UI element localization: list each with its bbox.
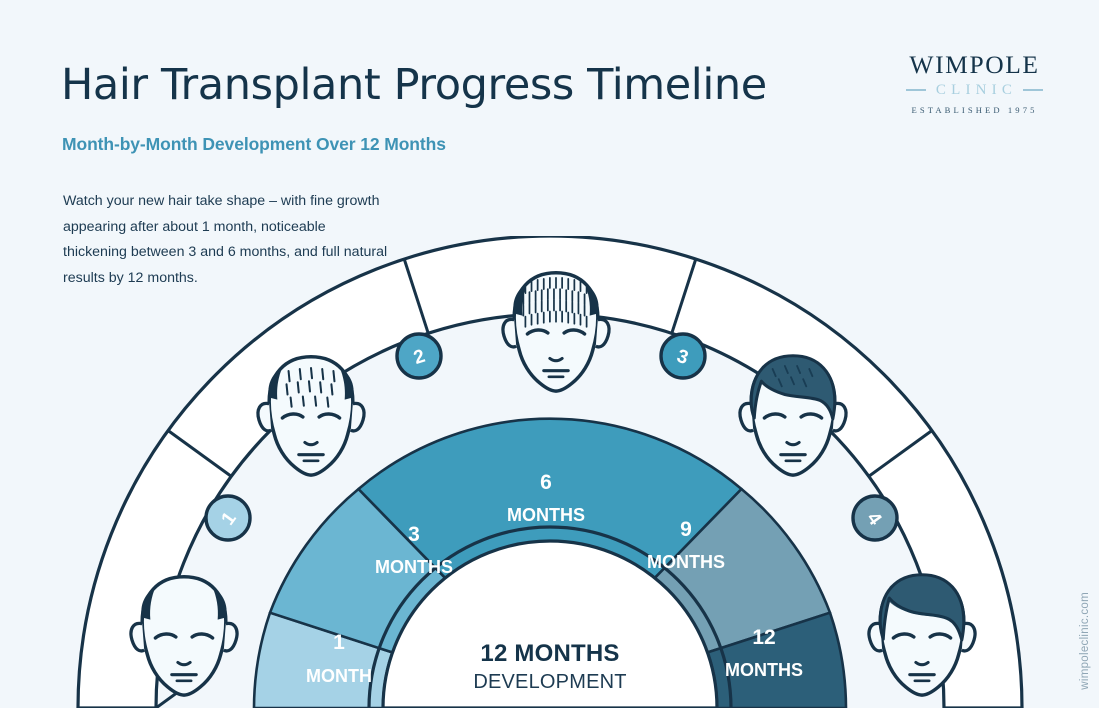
badge-2[interactable]: 2 (395, 332, 443, 380)
full-hair-head-icon (867, 573, 977, 697)
sparse-hair-head-icon (256, 355, 366, 477)
hub-title: 12 MONTHS (480, 640, 619, 667)
page-title: Hair Transplant Progress Timeline (61, 60, 767, 110)
segment-9-unit: MONTHS (647, 552, 725, 572)
segment-1-unit: MONTH (306, 666, 372, 686)
intro-paragraph: Watch your new hair take shape – with fi… (63, 193, 388, 286)
logo-rule-left-icon (905, 89, 926, 91)
badge-1[interactable]: 1 (204, 494, 252, 542)
logo-sub-text: CLINIC (935, 81, 1018, 98)
dense-stubble-head-icon (501, 271, 611, 393)
timeline-wheel: 12 MONTHS DEVELOPMENT 1 MONTH 3 MONTHS 6… (0, 236, 1099, 708)
ring-divider-lines (167, 258, 933, 478)
segment-3-number: 3 (408, 523, 420, 546)
page-subtitle: Month-by-Month Development Over 12 Month… (62, 134, 446, 154)
badge-3[interactable]: 3 (659, 332, 707, 380)
center-hub: 12 MONTHS DEVELOPMENT (367, 525, 733, 708)
logo-established-text: ESTABLISHED 1975 (911, 104, 1038, 115)
segment-3-unit: MONTHS (375, 557, 453, 577)
segment-12-unit: MONTHS (725, 660, 803, 680)
segment-6-unit: MONTHS (507, 505, 585, 525)
segment-12-number: 12 (752, 626, 775, 649)
badge-4[interactable]: 4 (851, 494, 899, 542)
segment-labels: 1 MONTH 3 MONTHS 6 MONTHS 9 MONTHS 12 MO… (306, 471, 803, 686)
logo-rule-right-icon (1023, 89, 1044, 91)
thick-hair-head-icon (738, 354, 848, 477)
wimpole-clinic-logo: WIMPOLE CLINIC ESTABLISHED 1975 (897, 52, 1052, 115)
segment-donut (252, 417, 848, 708)
segment-1-number: 1 (333, 631, 345, 654)
segment-6-number: 6 (540, 471, 552, 494)
hub-subtitle: DEVELOPMENT (473, 671, 626, 693)
segment-9-number: 9 (680, 518, 692, 541)
logo-clinic-row: CLINIC (897, 81, 1052, 98)
logo-brand-text: WIMPOLE (909, 50, 1040, 79)
